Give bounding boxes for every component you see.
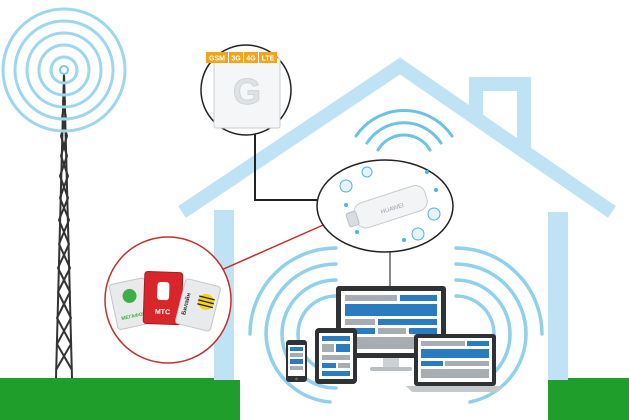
badge-lte: LTE bbox=[262, 56, 275, 63]
badge-bg-2 bbox=[244, 52, 258, 63]
tower-waves bbox=[1, 7, 127, 133]
badge-4g: 4G bbox=[246, 56, 256, 63]
ground-right bbox=[548, 378, 629, 420]
antenna-to-modem-cable bbox=[254, 128, 328, 201]
laptop-icon bbox=[339, 179, 353, 193]
antenna-badges: GSM 3G 4G LTE bbox=[206, 52, 277, 63]
house-chimney bbox=[469, 77, 531, 150]
sim-card-beeline: Билайн bbox=[175, 278, 221, 332]
modem-wifi-waves bbox=[354, 109, 454, 152]
badge-bg-1 bbox=[229, 52, 243, 63]
house-floor bbox=[234, 372, 548, 380]
modem-icons bbox=[339, 166, 441, 242]
badge-gsm: GSM bbox=[209, 56, 225, 63]
modem-bubble: HUAWEI bbox=[316, 159, 454, 253]
sim-label-megafon: МЕГАФОН bbox=[121, 311, 147, 322]
ground-left bbox=[0, 378, 240, 420]
phone-icon bbox=[361, 166, 373, 178]
cell-tower bbox=[55, 71, 73, 379]
badge-bg-3 bbox=[259, 52, 277, 63]
tablet bbox=[315, 328, 357, 384]
sim-card-mts: МТС bbox=[142, 270, 184, 326]
tablet-icon bbox=[427, 207, 441, 221]
badge-bg-0 bbox=[206, 52, 228, 63]
wifi-icon bbox=[411, 227, 425, 241]
house-wall-right bbox=[548, 212, 568, 380]
desktop-monitor bbox=[336, 286, 446, 371]
sim-bubble: МЕГАФОН МТС Билайн bbox=[104, 236, 232, 364]
tower-tip bbox=[59, 65, 69, 75]
antenna-bubble: G GSM 3G 4G LTE bbox=[200, 44, 292, 136]
sim-to-modem-line bbox=[209, 221, 331, 276]
badge-3g: 3G bbox=[231, 56, 241, 63]
phone bbox=[286, 340, 307, 382]
usb-modem: HUAWEI bbox=[345, 185, 428, 229]
laptop bbox=[406, 334, 504, 392]
antenna-logo: G bbox=[233, 71, 261, 112]
right-wifi-waves bbox=[454, 246, 544, 404]
sim-label-mts: МТС bbox=[155, 309, 170, 317]
